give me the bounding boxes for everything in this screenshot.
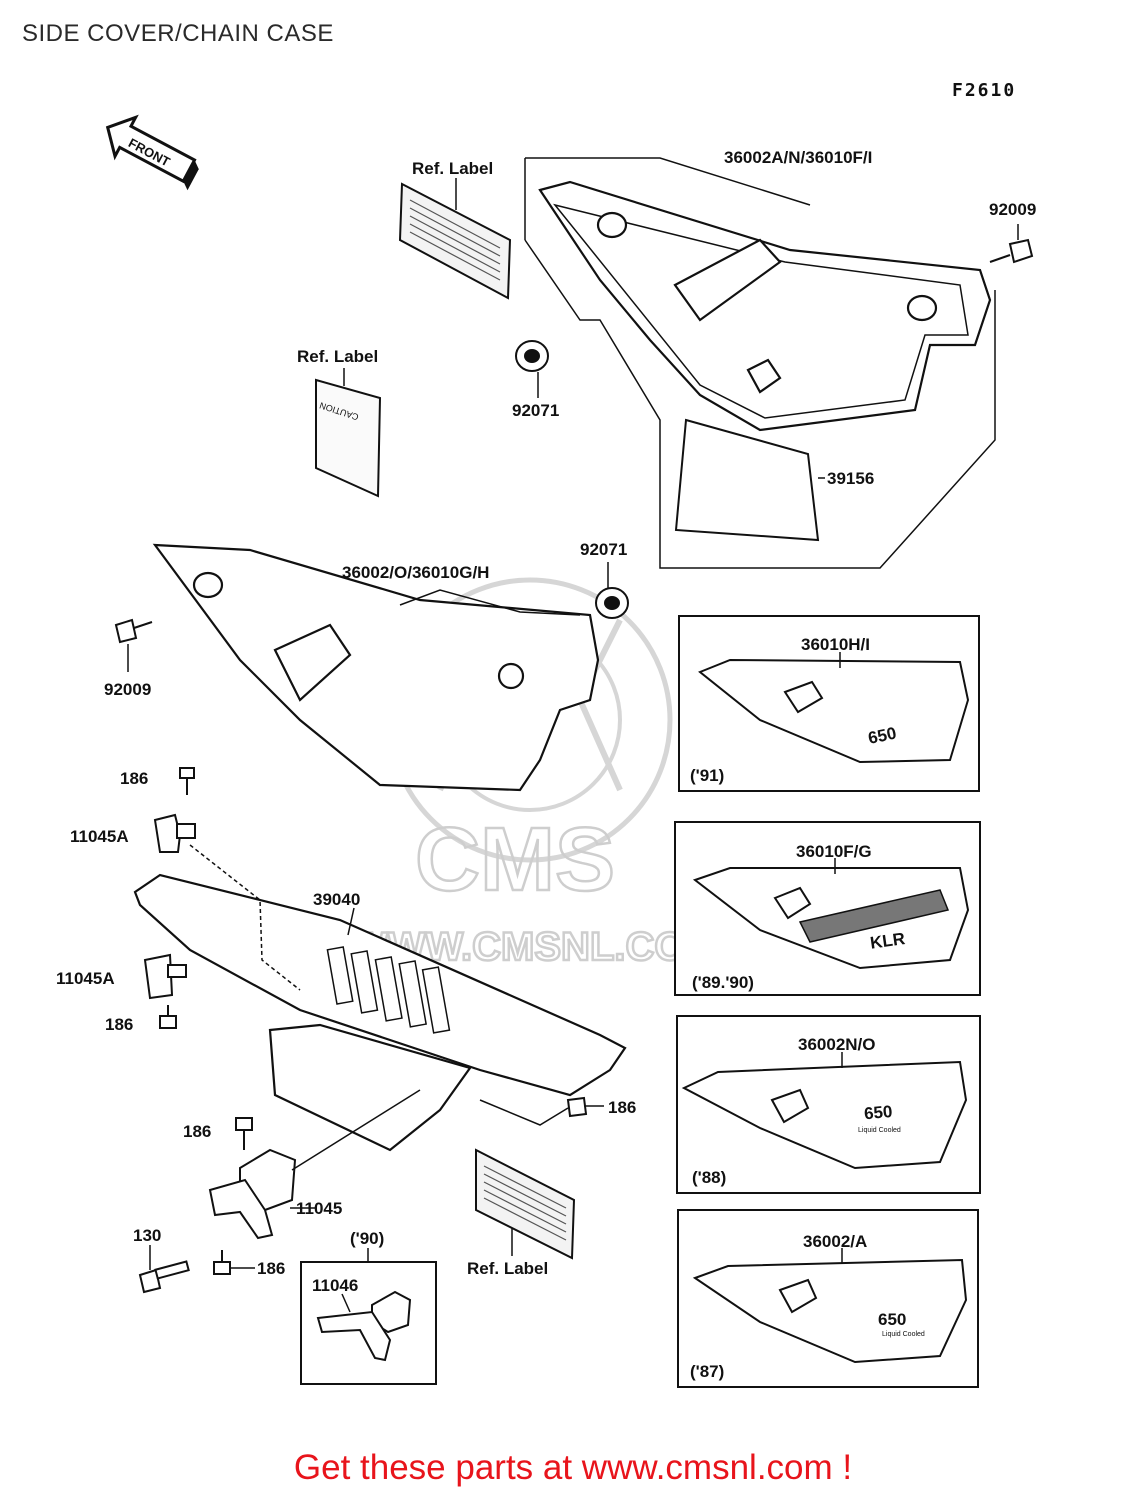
callout-grommet-92071-top: 92071 [512, 401, 559, 420]
svg-text:650: 650 [863, 1102, 893, 1123]
svg-text:Liquid Cooled: Liquid Cooled [882, 1331, 925, 1338]
bolt-186-b [159, 1005, 177, 1029]
callout-bolt-92009-right: 92009 [989, 200, 1036, 219]
bolt-130 [138, 1245, 190, 1294]
variant-part-88: 36002N/O [798, 1035, 876, 1054]
callout-bolt-130: 130 [133, 1226, 161, 1245]
bolt-92009-right [989, 224, 1034, 264]
bolt-186-d [235, 1117, 253, 1150]
callout-ref-label-top: Ref. Label [412, 159, 493, 178]
variant-box-89-90: KLR 36010F/G ('89.'90) [674, 821, 981, 996]
clamp-11045a-a [153, 813, 196, 853]
bolt-186-a [179, 767, 195, 795]
variant-box-91: 650 36010H/I ('91) [678, 615, 980, 792]
variant-part-91: 36010H/I [801, 635, 870, 654]
variant-part-87: 36002/A [803, 1232, 867, 1251]
footer-link[interactable]: Get these parts at www.cmsnl.com ! [293, 1448, 853, 1487]
variant-box-88: 650 Liquid Cooled 36002N/O ('88) [676, 1015, 981, 1194]
callout-cover-right: 36002A/N/36010F/I [724, 148, 872, 167]
svg-text:Liquid Cooled: Liquid Cooled [858, 1127, 901, 1134]
callout-clamp-11045a-b: 11045A [56, 969, 115, 988]
callout-bolt-186-b: 186 [105, 1015, 133, 1034]
bracket-11046-box [300, 1248, 437, 1385]
ref-label-bottom [475, 1148, 576, 1260]
pad-39156 [674, 418, 825, 542]
callout-ref-label-bottom: Ref. Label [467, 1259, 548, 1278]
watermark-brand: CMS [415, 810, 615, 910]
callout-bolt-186-e: 186 [257, 1259, 285, 1278]
callout-clamp-11045a-a: 11045A [70, 827, 129, 846]
callout-cover-left: 36002/O/36010G/H [342, 563, 489, 582]
variant-box-87: 650 Liquid Cooled 36002/A ('87) [677, 1209, 979, 1388]
ref-label-top [398, 178, 512, 300]
clamp-11045a-b [143, 953, 187, 1000]
variant-year-91: ('91) [690, 766, 724, 785]
page-title: SIDE COVER/CHAIN CASE [22, 20, 334, 47]
ref-label-caution: CAUTION [315, 368, 382, 498]
callout-bracket-11046: 11046 [312, 1276, 358, 1295]
chain-case-39040 [133, 873, 627, 1152]
bolt-92009-left [114, 618, 153, 672]
grommet-92071-mid [595, 562, 629, 619]
bracket-11045 [208, 1089, 421, 1240]
callout-bracket-11045: 11045 [296, 1199, 342, 1218]
variant-year-88: ('88) [692, 1168, 726, 1187]
callout-ref-label-caution: Ref. Label [297, 347, 378, 366]
callout-grommet-92071-mid: 92071 [580, 540, 627, 559]
right-side-cover [538, 180, 992, 432]
callout-pad-39156: 39156 [827, 469, 874, 488]
variant-year-89-90: ('89.'90) [692, 973, 754, 992]
variant-part-89-90: 36010F/G [796, 842, 872, 861]
callout-bolt-186-a: 186 [120, 769, 148, 788]
grommet-92071-top [515, 340, 549, 398]
bolt-186-c [479, 1096, 604, 1126]
callout-bolt-186-c: 186 [608, 1098, 636, 1117]
svg-text:KLR: KLR [869, 929, 906, 953]
figure-code: F2610 [952, 80, 1017, 101]
variant-year-87: ('87) [690, 1362, 724, 1381]
callout-chain-case-39040: 39040 [313, 890, 360, 909]
callout-year-90: ('90) [350, 1229, 384, 1248]
callout-bolt-92009-left: 92009 [104, 680, 151, 699]
callout-bolt-186-d: 186 [183, 1122, 211, 1141]
svg-text:650: 650 [878, 1310, 906, 1329]
front-arrow-icon: FRONT [105, 114, 199, 191]
left-side-cover [152, 543, 600, 792]
bolt-186-e [213, 1250, 255, 1275]
